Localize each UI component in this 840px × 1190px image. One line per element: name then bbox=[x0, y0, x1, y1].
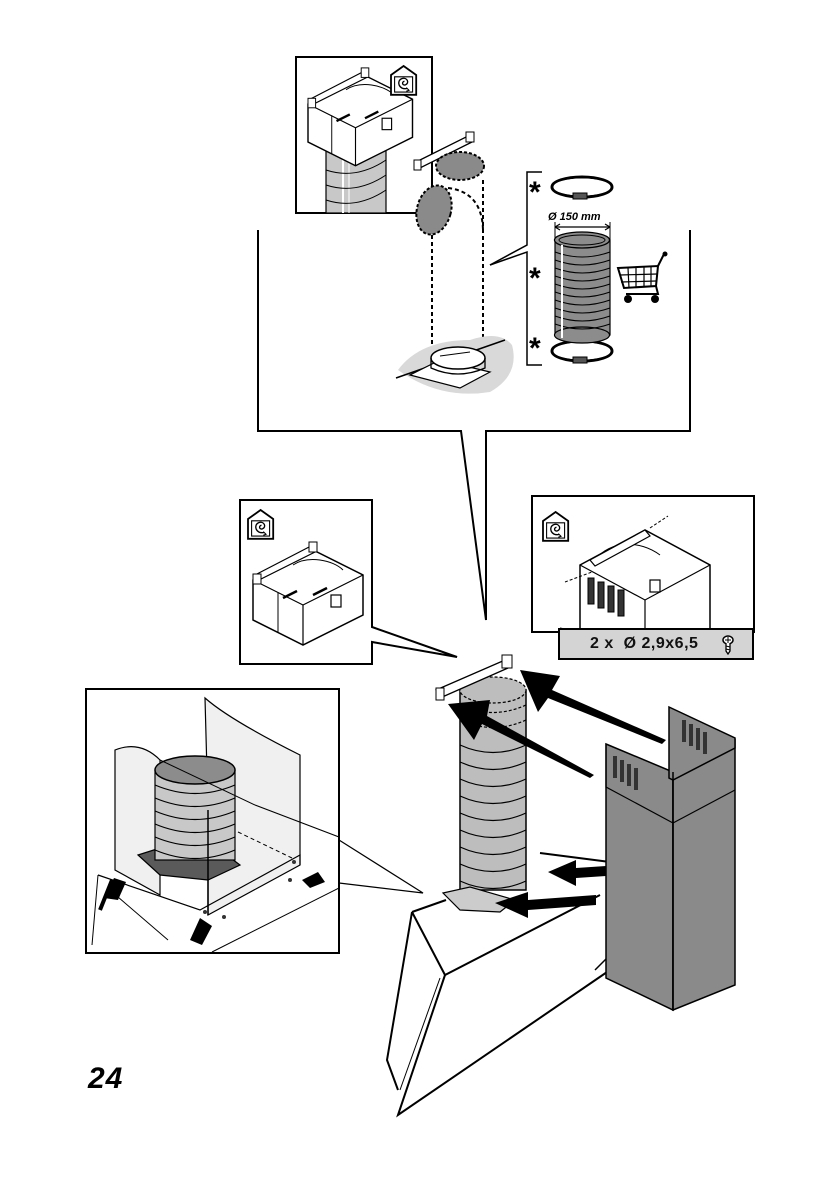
flex-duct-main bbox=[436, 655, 526, 912]
middle-right-inset bbox=[532, 496, 754, 632]
bottom-inset-pointer bbox=[339, 840, 423, 893]
flexible-duct-accessory bbox=[555, 222, 611, 343]
screw-spec-callout: 2 x Ø 2,9x6,5 bbox=[558, 628, 754, 660]
screw-spec-text: 2 x Ø 2,9x6,5 bbox=[590, 635, 698, 653]
optional-marker-duct: * bbox=[529, 264, 541, 294]
hose-clamp-top bbox=[552, 177, 612, 199]
middle-left-inset bbox=[240, 500, 457, 664]
arrow-bracket bbox=[520, 670, 666, 744]
duct-diameter-label: Ø 150 mm bbox=[548, 211, 601, 223]
screw-icon bbox=[722, 635, 734, 655]
hose-clamp-bottom bbox=[552, 341, 612, 363]
page-number: 24 bbox=[88, 1062, 123, 1096]
optional-marker-clamp-top: * bbox=[529, 178, 541, 208]
bottom-left-inset bbox=[86, 689, 339, 953]
shopping-cart-icon bbox=[618, 252, 668, 304]
optional-marker-clamp-bottom: * bbox=[529, 334, 541, 364]
chimney-cover bbox=[606, 707, 735, 1010]
top-inset-frame bbox=[296, 57, 432, 213]
